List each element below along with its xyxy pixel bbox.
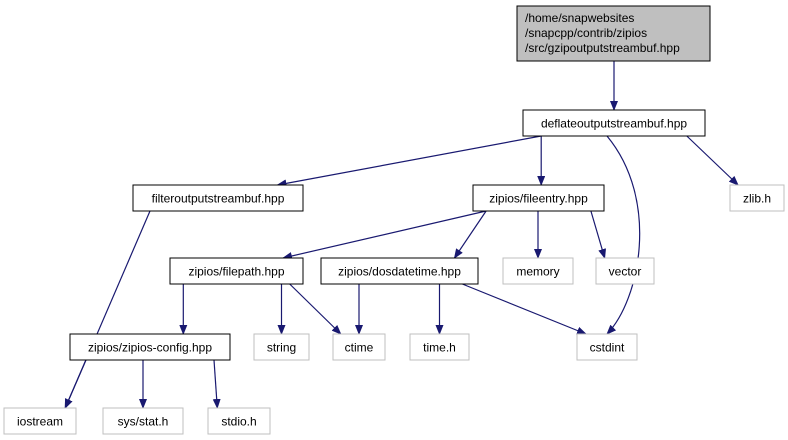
node-ctime: ctime xyxy=(332,333,386,361)
node-label: zlib.h xyxy=(743,192,771,206)
node-zlib: zlib.h xyxy=(729,184,785,212)
node-box xyxy=(132,184,304,212)
node-config[interactable]: zipios/zipios-config.hpp xyxy=(69,333,231,361)
node-label: sys/stat.h xyxy=(118,415,169,429)
node-box xyxy=(472,184,605,212)
edge-fileentry-to-vector xyxy=(590,210,607,259)
node-sysstat: sys/stat.h xyxy=(102,407,184,435)
node-string: string xyxy=(253,333,310,361)
node-label: zipios/zipios-config.hpp xyxy=(88,341,212,355)
node-label: zipios/filepath.hpp xyxy=(188,265,284,279)
node-label: /home/snapwebsites xyxy=(525,11,634,25)
node-vector: vector xyxy=(595,257,655,285)
node-label: iostream xyxy=(17,415,63,429)
node-box xyxy=(409,333,470,361)
edge-config-to-stdio xyxy=(212,359,221,409)
node-box xyxy=(576,333,638,361)
node-label: /snapcpp/contrib/zipios xyxy=(525,26,647,40)
node-box xyxy=(332,333,386,361)
node-label: time.h xyxy=(423,341,456,355)
node-fileentry[interactable]: zipios/fileentry.hpp xyxy=(472,184,605,212)
node-box xyxy=(516,5,711,62)
node-root[interactable]: /home/snapwebsites/snapcpp/contrib/zipio… xyxy=(516,5,711,62)
edge-deflate-to-cstdint xyxy=(606,135,641,335)
node-filterout[interactable]: filteroutputstreambuf.hpp xyxy=(132,184,304,212)
node-label: memory xyxy=(516,265,559,279)
node-label: zipios/fileentry.hpp xyxy=(489,192,588,206)
node-label: stdio.h xyxy=(221,415,256,429)
node-box xyxy=(102,407,184,435)
node-dosdatetime[interactable]: zipios/dosdatetime.hpp xyxy=(320,257,479,285)
node-label: filteroutputstreambuf.hpp xyxy=(152,192,285,206)
edge-deflate-to-zlib xyxy=(686,135,739,186)
node-iostream: iostream xyxy=(3,407,77,435)
node-stdio: stdio.h xyxy=(207,407,271,435)
edges xyxy=(64,61,739,409)
node-label: deflateoutputstreambuf.hpp xyxy=(541,117,687,131)
node-deflate[interactable]: deflateoutputstreambuf.hpp xyxy=(522,109,706,137)
node-label: string xyxy=(267,341,296,355)
edge-config-to-iostream xyxy=(64,359,87,409)
node-box xyxy=(729,184,785,212)
node-label: /src/gzipoutputstreambuf.hpp xyxy=(525,41,680,55)
node-box xyxy=(320,257,479,285)
node-box xyxy=(522,109,706,137)
node-memory: memory xyxy=(502,257,574,285)
node-box xyxy=(169,257,304,285)
edge-filepath-to-ctime xyxy=(289,283,342,335)
edge-fileentry-to-filepath xyxy=(282,210,487,260)
node-box xyxy=(3,407,77,435)
node-label: zipios/dosdatetime.hpp xyxy=(338,265,461,279)
node-label: cstdint xyxy=(590,341,625,355)
node-box xyxy=(595,257,655,285)
edge-deflate-to-filterout xyxy=(276,135,542,188)
edge-fileentry-to-dosdatetime xyxy=(453,210,487,259)
node-box xyxy=(207,407,271,435)
node-timeh: time.h xyxy=(409,333,470,361)
node-label: ctime xyxy=(345,341,374,355)
node-cstdint: cstdint xyxy=(576,333,638,361)
nodes: /home/snapwebsites/snapcpp/contrib/zipio… xyxy=(3,5,785,435)
node-box xyxy=(253,333,310,361)
node-box xyxy=(69,333,231,361)
edge-dosdatetime-to-cstdint xyxy=(462,283,587,335)
node-filepath[interactable]: zipios/filepath.hpp xyxy=(169,257,304,285)
node-label: vector xyxy=(609,265,642,279)
node-box xyxy=(502,257,574,285)
